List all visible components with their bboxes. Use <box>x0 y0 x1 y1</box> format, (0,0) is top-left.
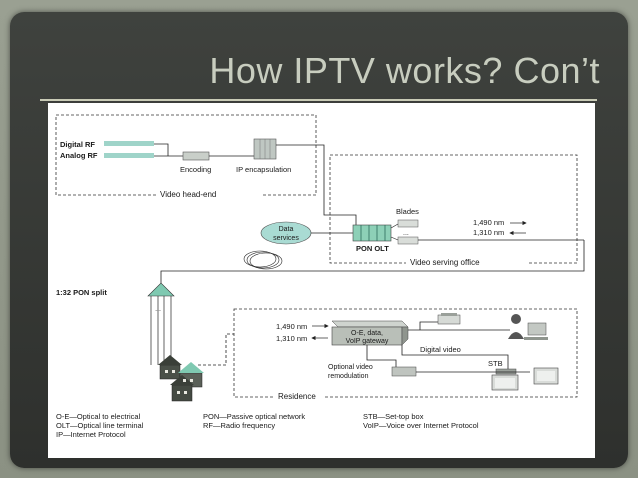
head-end-label-bg <box>156 189 262 199</box>
analog-rf-label: Analog RF <box>60 151 98 160</box>
data-services-label-2: services <box>273 235 299 242</box>
drop-fiber-line <box>198 333 234 366</box>
optional-remod-label-1: Optional video <box>328 364 373 371</box>
head-end-label: Video head-end <box>160 190 216 199</box>
splitter-icon <box>147 282 175 297</box>
house-icon <box>158 355 204 402</box>
video-serving-office-group: Video serving office Data services PON O… <box>208 154 585 272</box>
analog-rf-signal <box>104 153 154 158</box>
feeder-fiber-line <box>208 240 585 272</box>
gateway-label-1: O-E, data, <box>351 330 383 337</box>
slide-title: How IPTV works? Con’t <box>209 50 600 91</box>
office-down-wavelength: 1,490 nm <box>473 218 504 227</box>
residence-group: Residence 1,490 nm 1,310 nm O-E, data, V… <box>198 308 578 401</box>
pon-olt-chassis-icon <box>352 224 392 242</box>
pon-split-label: 1:32 PON split <box>56 288 107 297</box>
diagram-canvas: Video head-end Digital RF Analog RF Enco… <box>55 114 585 439</box>
legend-oe: O-E—Optical to electrical <box>56 412 141 421</box>
set-top-box-icon <box>495 368 517 375</box>
computer-monitor-icon <box>527 322 547 336</box>
residence-border <box>233 308 578 398</box>
legend-rf: RF—Radio frequency <box>203 421 275 430</box>
legend-pon: PON—Passive optical network <box>203 412 305 421</box>
legend-ip: IP—Internet Protocol <box>56 430 126 439</box>
pon-split-group: 1:32 PON split ... <box>56 270 208 365</box>
fiber-coil-icon <box>243 250 277 268</box>
legend-stb: STB—Set-top box <box>363 412 424 421</box>
legend-olt: OLT—Optical line terminal <box>56 421 144 430</box>
legend-voip: VoIP—Voice over Internet Protocol <box>363 421 479 430</box>
office-up-wavelength: 1,310 nm <box>473 228 504 237</box>
rf-merge-line <box>154 143 169 156</box>
optional-remod-label-2: remodulation <box>328 373 369 380</box>
encoding-label: Encoding <box>180 165 211 174</box>
stb-label: STB <box>488 359 503 368</box>
video-head-end-group: Video head-end Digital RF Analog RF Enco… <box>55 114 357 225</box>
head-end-to-olt-line <box>276 144 357 225</box>
ip-encapsulation-label: IP encapsulation <box>236 165 291 174</box>
data-services-label-1: Data <box>279 226 294 233</box>
residence-up-wavelength: 1,310 nm <box>276 334 307 343</box>
legend-group: O-E—Optical to electrical OLT—Optical li… <box>56 412 479 439</box>
blades-label: Blades <box>396 207 419 216</box>
serving-office-border <box>329 154 578 264</box>
blade-icon-top <box>397 219 419 228</box>
user-icon <box>511 314 521 324</box>
remodulator-icon <box>391 366 417 377</box>
digital-rf-label: Digital RF <box>60 140 95 149</box>
title-rule <box>40 99 597 101</box>
gateway-label-2: VoIP gateway <box>346 338 389 345</box>
blades-ellipsis: ... <box>403 230 409 237</box>
serving-office-label: Video serving office <box>410 258 480 267</box>
pon-olt-label: PON OLT <box>356 244 389 253</box>
blade-icon-bottom <box>397 236 419 245</box>
iptv-diagram: Video head-end Digital RF Analog RF Enco… <box>48 103 595 458</box>
encoder-icon <box>182 151 210 161</box>
digital-rf-signal <box>104 141 154 146</box>
digital-video-line <box>401 345 509 373</box>
digital-video-label: Digital video <box>420 345 461 354</box>
residence-label: Residence <box>278 392 316 401</box>
phone-icon <box>437 314 461 325</box>
residence-down-wavelength: 1,490 nm <box>276 322 307 331</box>
split-ellipsis: ... <box>155 306 161 313</box>
